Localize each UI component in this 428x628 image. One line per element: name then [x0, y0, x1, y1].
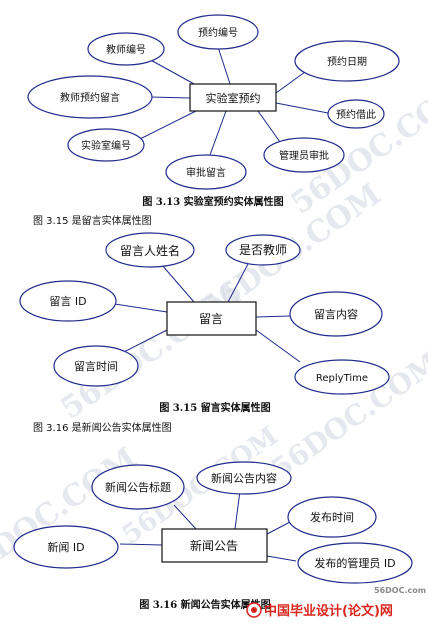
logo-site-text: 56DOC.com: [374, 586, 426, 595]
attr-ellipse: [196, 461, 292, 495]
attr-ellipse: [225, 234, 301, 266]
attr-ellipse: [91, 464, 185, 510]
attribute-label: 发布时间: [310, 510, 354, 524]
attr-ellipse: [289, 291, 383, 337]
attribute-label: 发布的管理员 ID: [314, 556, 395, 570]
attr-ellipse: [165, 154, 247, 190]
diagram-message: 留言人姓名 是否教师 留言 ID 留言内容 留言时间 ReplyTime 留言 …: [19, 232, 390, 414]
figure-caption: 图 3.15 留言实体属性图: [159, 401, 270, 414]
attr-ellipse: [27, 75, 153, 119]
attribute-label: 教师编号: [106, 43, 146, 56]
attr-ellipse: [294, 359, 390, 395]
attr-ellipse: [177, 14, 259, 50]
attribute-label: ReplyTime: [316, 373, 368, 384]
diagram-lab-reservation: 预约编号 教师编号 预约日期 教师预约留言 预约借此 实验室编号 管理员审批 审…: [27, 14, 400, 208]
attr-ellipse: [13, 525, 119, 569]
attr-ellipse: [294, 40, 400, 82]
attribute-label: 新闻 ID: [47, 540, 84, 554]
attribute-label: 审批留言: [186, 166, 226, 179]
attr-ellipse: [297, 542, 413, 584]
attribute-label: 留言 ID: [49, 295, 86, 308]
attr-ellipse: [19, 280, 117, 322]
entity-label: 实验室预约: [206, 91, 261, 105]
entity-label: 新闻公告: [190, 538, 238, 553]
attr-ellipse: [105, 232, 195, 268]
attribute-label: 预约借此: [336, 108, 376, 121]
figure-caption: 图 3.13 实验室预约实体属性图: [142, 195, 283, 208]
attr-ellipse: [67, 128, 145, 162]
entity-box: [161, 528, 268, 563]
logo-brand-text: 中国毕业设计(论文)网: [264, 603, 393, 619]
attr-ellipse: [327, 99, 385, 129]
logo-emblem-dot-icon: [251, 607, 257, 613]
figure-intro: 图 3.16 是新闻公告实体属性图: [33, 421, 172, 434]
attribute-label: 预约编号: [198, 26, 238, 39]
entity-label: 留言: [199, 312, 223, 326]
attribute-label: 留言内容: [314, 307, 358, 321]
attr-ellipse: [263, 137, 345, 173]
attribute-label: 新闻公告内容: [211, 471, 277, 485]
attribute-label: 预约日期: [327, 55, 367, 68]
attribute-label: 留言时间: [74, 360, 118, 373]
figure-caption: 图 3.16 新闻公告实体属性图: [139, 598, 270, 611]
attribute-label: 留言人姓名: [120, 243, 180, 258]
attribute-label: 管理员审批: [279, 149, 329, 162]
attr-ellipse: [87, 32, 165, 66]
attribute-label: 实验室编号: [81, 139, 131, 152]
attr-ellipse: [287, 496, 377, 538]
attribute-label: 新闻公告标题: [105, 480, 171, 494]
entity-box: [189, 83, 277, 112]
attribute-label: 教师预约留言: [60, 91, 120, 104]
attribute-label: 是否教师: [239, 242, 287, 257]
figure-intro: 图 3.15 是留言实体属性图: [33, 214, 152, 227]
entity-box: [166, 301, 257, 336]
attr-ellipse: [53, 345, 139, 387]
site-logo: 56DOC.com 中国毕业设计(论文)网: [246, 586, 426, 619]
diagram-news: 新闻公告标题 新闻公告内容 发布时间 新闻 ID 发布的管理员 ID 新闻公告 …: [13, 461, 413, 611]
